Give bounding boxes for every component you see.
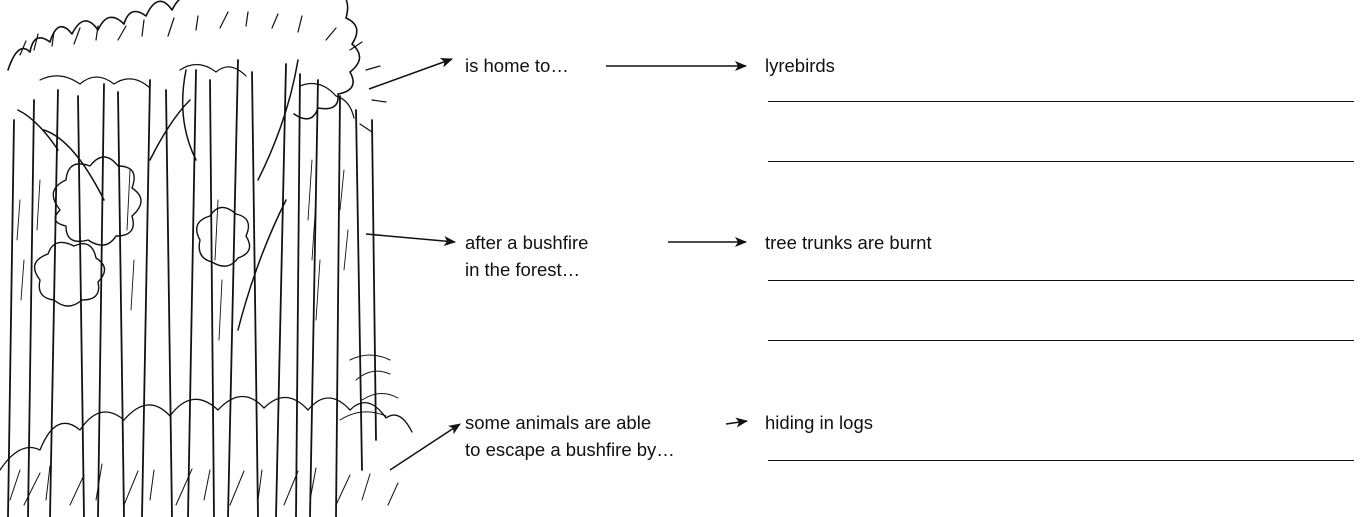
- undergrowth-ferns: [0, 395, 413, 471]
- prompt-text: after a bushfire in the forest…: [465, 229, 588, 283]
- forest-illustration: [0, 0, 413, 517]
- answer-line[interactable]: [768, 280, 1354, 281]
- prompt-line: to escape a bushfire by…: [465, 439, 675, 460]
- answer-text: lyrebirds: [765, 55, 835, 76]
- answer-line[interactable]: [768, 161, 1354, 162]
- prompt-text: is home to…: [465, 52, 569, 79]
- answer-text: tree trunks are burnt: [765, 232, 932, 253]
- answer-text: hiding in logs: [765, 412, 873, 433]
- prompt-line: is home to…: [465, 55, 569, 76]
- answer-line[interactable]: [768, 101, 1354, 102]
- tree-trunks: [7, 59, 377, 517]
- canopy-foliage: [7, 0, 361, 120]
- arrow-icon: [725, 417, 748, 428]
- prompt-text: some animals are able to escape a bushfi…: [465, 409, 675, 463]
- answer-line[interactable]: [768, 340, 1354, 341]
- prompt-line: after a bushfire: [465, 232, 589, 253]
- prompt-line: some animals are able: [465, 412, 652, 433]
- prompt-line: in the forest…: [465, 259, 581, 280]
- answer-line[interactable]: [768, 460, 1354, 461]
